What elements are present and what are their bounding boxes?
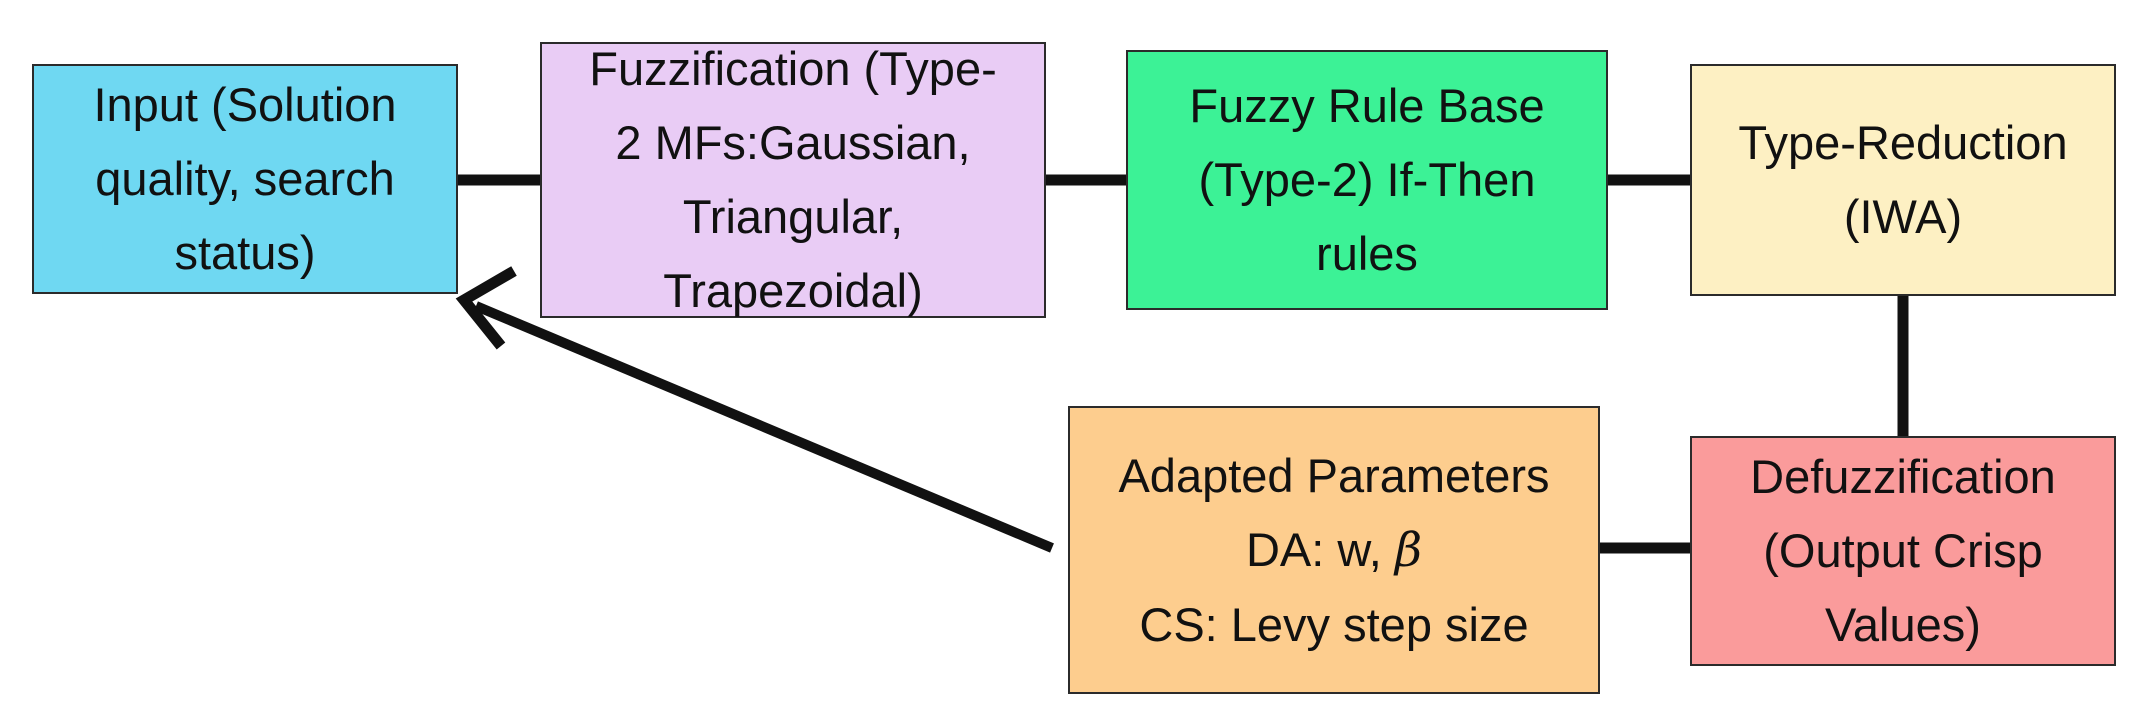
defuzzification-box-text: Defuzzification (Output Crisp Values)	[1750, 450, 2056, 651]
beta-symbol: β	[1394, 522, 1423, 578]
rule-base-box: Fuzzy Rule Base (Type-2) If-Then rules	[1126, 50, 1608, 310]
fuzzification-box-text: Fuzzification (Type- 2 MFs:Gaussian, Tri…	[589, 42, 997, 317]
adapted-parameters-box: Adapted Parameters DA: w, β CS: Levy ste…	[1068, 406, 1600, 694]
defuzzification-box: Defuzzification (Output Crisp Values)	[1690, 436, 2116, 666]
type-reduction-box: Type-Reduction (IWA)	[1690, 64, 2116, 296]
input-box: Input (Solution quality, search status)	[32, 64, 458, 294]
adapted-parameters-box-text: Adapted Parameters DA: w, β CS: Levy ste…	[1118, 439, 1549, 662]
adapted-line-2: DA: w, β	[1245, 522, 1423, 578]
feedback-arrow-shaft	[474, 301, 1054, 553]
feedback-arrow-head	[455, 266, 517, 350]
adapted-line-3: CS: Levy step size	[1139, 597, 1529, 651]
rule-base-box-text: Fuzzy Rule Base (Type-2) If-Then rules	[1189, 79, 1545, 280]
adapted-line-1: Adapted Parameters	[1118, 448, 1550, 502]
input-box-text: Input (Solution quality, search status)	[93, 78, 397, 279]
fuzzification-box: Fuzzification (Type- 2 MFs:Gaussian, Tri…	[540, 42, 1046, 318]
type-reduction-box-text: Type-Reduction (IWA)	[1738, 116, 2068, 243]
